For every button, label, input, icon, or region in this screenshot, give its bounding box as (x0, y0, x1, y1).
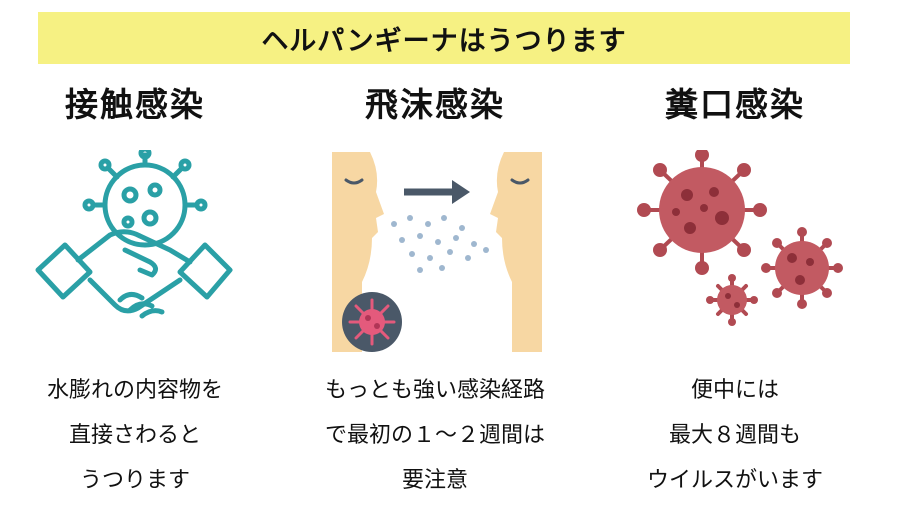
desc-line: 便中には (690, 378, 779, 403)
desc-line: もっとも強い感染経路 (324, 378, 545, 403)
column-droplet: 飛沫感染 (300, 78, 570, 126)
desc-line: 直接さわると (68, 423, 201, 448)
desc-line: うつります (79, 468, 190, 493)
desc-line: ウイルスがいます (646, 468, 823, 493)
desc-line: 要注意 (401, 468, 468, 493)
handshake-virus-icon (35, 150, 233, 319)
column-title-contact: 接触感染 (65, 85, 205, 124)
desc-line: 最大８週間も (668, 423, 801, 448)
column-desc-droplet: もっとも強い感染経路 で最初の１～２週間は 要注意 (300, 368, 570, 503)
droplet-transmission-icon (332, 152, 542, 352)
desc-line: 水膨れの内容物を (46, 378, 223, 403)
column-desc-contact: 水膨れの内容物を 直接さわると うつります (0, 368, 270, 503)
column-contact: 接触感染 (0, 78, 270, 126)
column-desc-fecal-oral: 便中には 最大８週間も ウイルスがいます (600, 368, 870, 503)
virus-particles-icon (637, 150, 843, 326)
column-fecal-oral: 糞口感染 (600, 78, 870, 126)
desc-line: で最初の１～２週間は (324, 423, 545, 448)
page-title: ヘルパンギーナはうつります (261, 25, 627, 57)
column-title-fecal-oral: 糞口感染 (665, 85, 805, 124)
column-title-droplet: 飛沫感染 (365, 85, 505, 124)
title-banner: ヘルパンギーナはうつります (38, 12, 850, 64)
